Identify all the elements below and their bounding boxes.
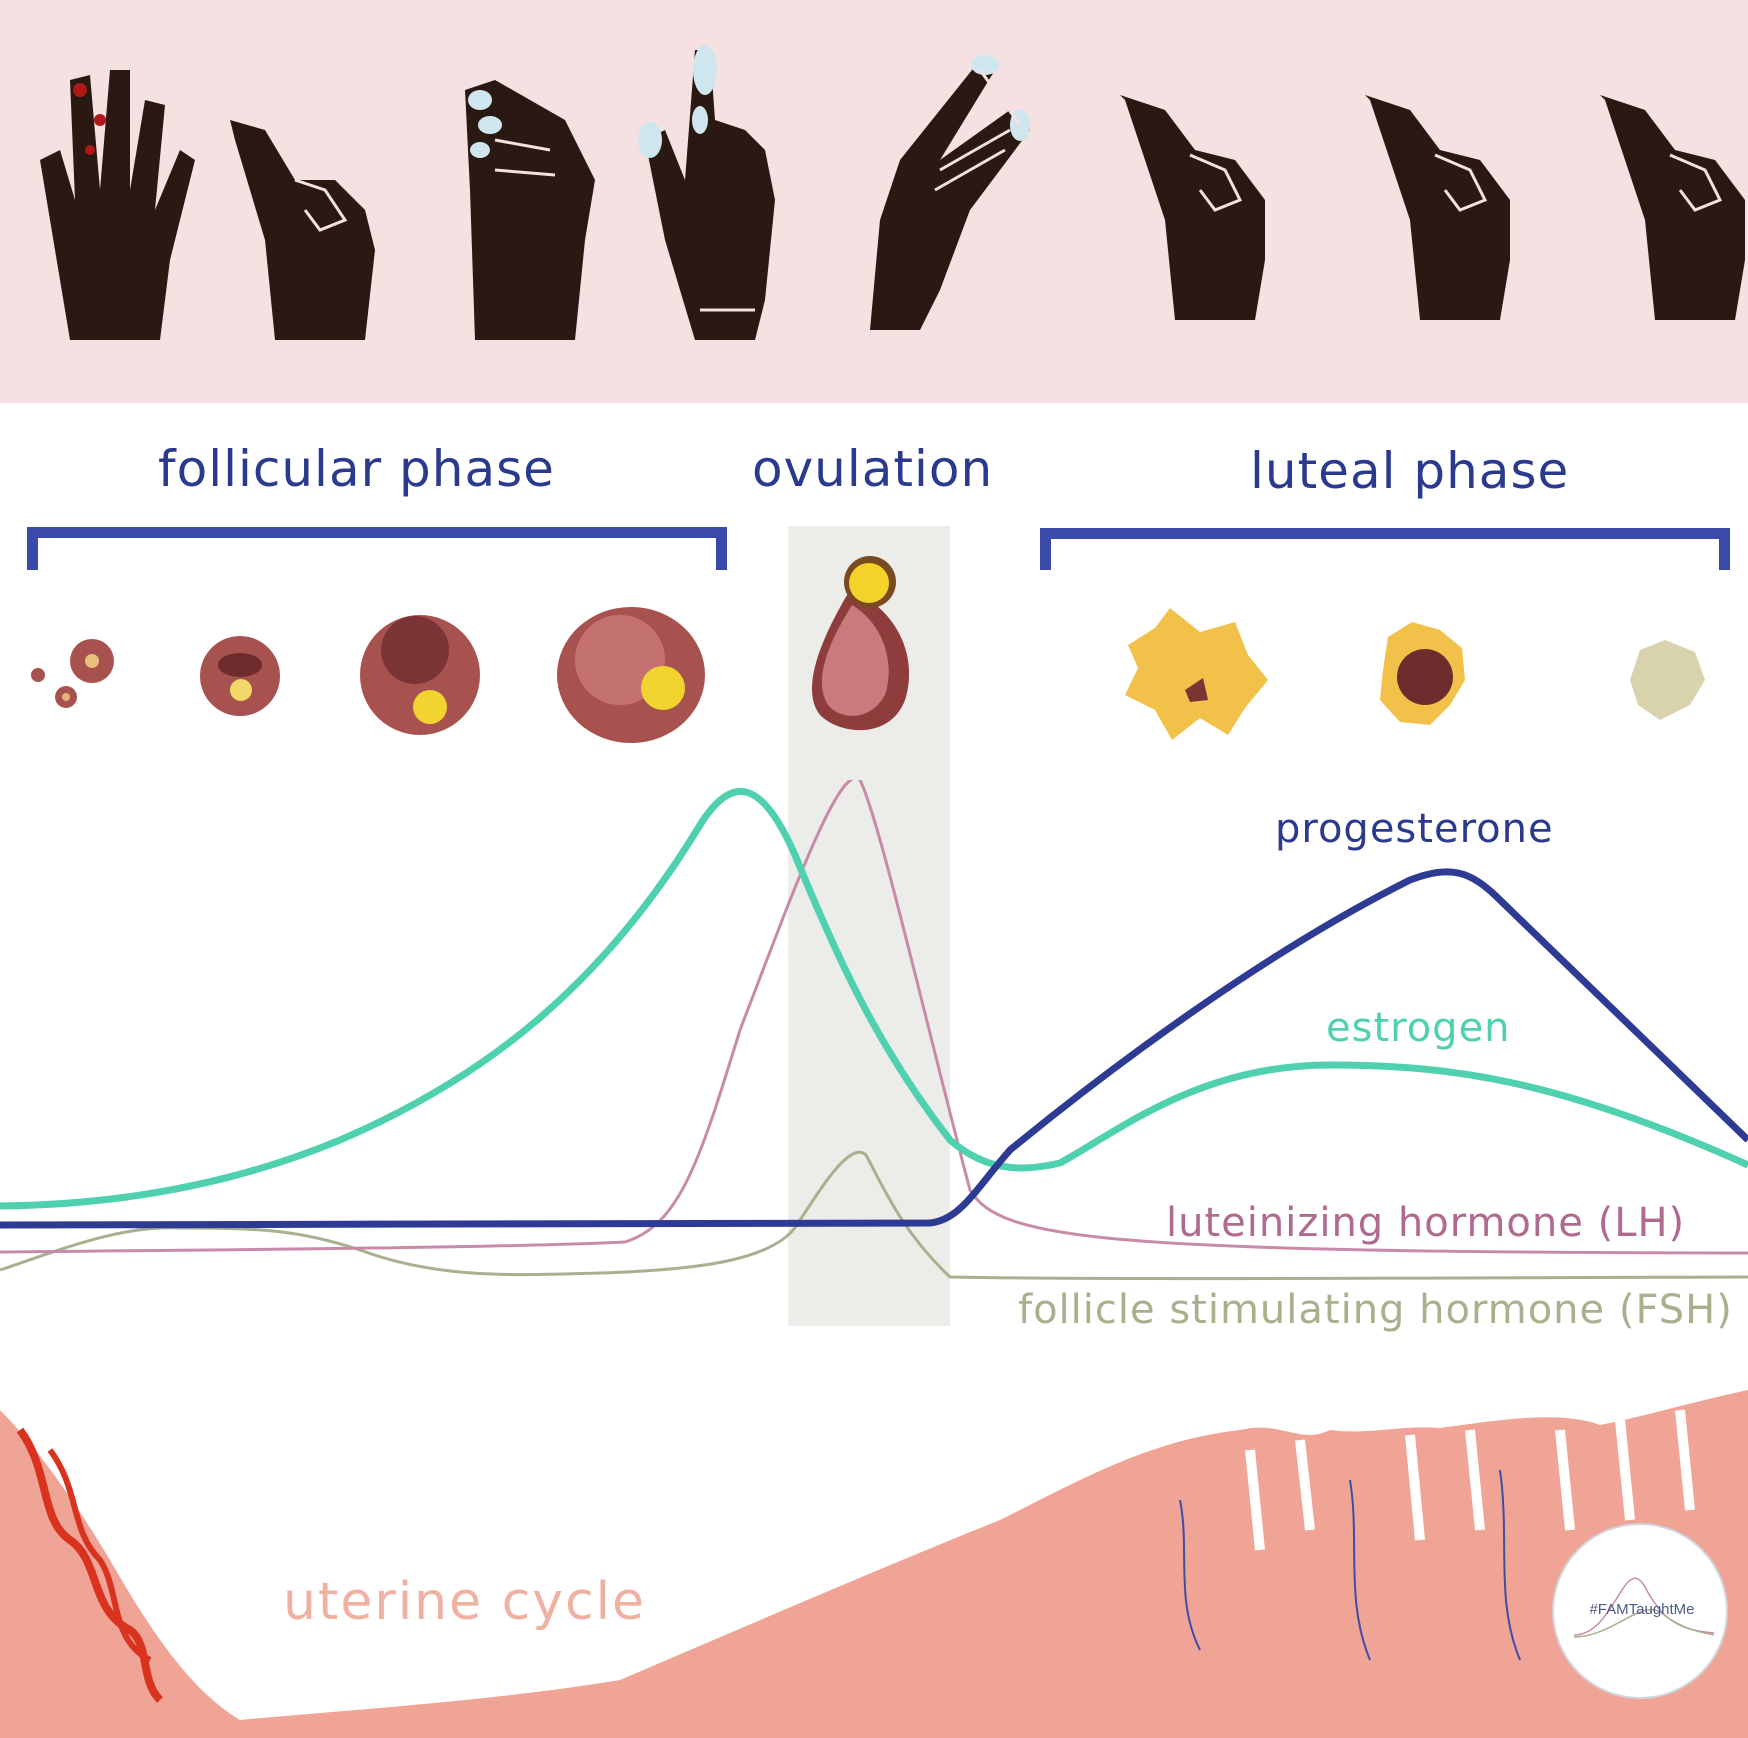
secondary-follicle-icon: [360, 615, 480, 735]
luteal-phase-title: luteal phase: [1250, 442, 1570, 500]
dry-hand-icon: [1120, 95, 1265, 320]
lh-label: luteinizing hormone (LH): [1166, 1200, 1686, 1246]
primary-follicle-icon: [200, 636, 280, 716]
mature-follicle-icon: [557, 607, 705, 743]
menstruation-hand-icon: [40, 70, 195, 340]
fsh-label: follicle stimulating hormone (FSH): [1018, 1287, 1733, 1333]
corpus-albicans-icon: [1630, 640, 1705, 720]
dry-hand-icon: [230, 120, 375, 340]
stamp-text: #FAMTaughtMe: [1589, 1601, 1695, 1618]
luteal-phase-bracket: [1040, 528, 1730, 570]
ovulation-title: ovulation: [752, 440, 994, 498]
progesterone-curve: [0, 868, 1748, 1229]
fsh-curve: [0, 1150, 1748, 1281]
ovulating-follicle-icon: [811, 556, 910, 731]
egg-white-hand-icon: [638, 45, 775, 340]
creamy-hand-icon: [465, 80, 595, 340]
lh-curve: [0, 780, 1748, 1255]
uterine-cycle-label: uterine cycle: [283, 1572, 647, 1632]
follicular-phase-title: follicular phase: [158, 440, 555, 498]
ovarian-follicles-illustration: [31, 556, 1705, 743]
hormone-curves-chart: [0, 780, 1748, 1281]
hand-gestures-band: [0, 0, 1748, 403]
estrogen-curve: [0, 787, 1748, 1210]
stretchy-hand-icon: [870, 55, 1030, 330]
corpus-luteum-icon: [1125, 608, 1268, 740]
uterine-lining-illustration: [0, 1390, 1748, 1738]
mini-chart-icon: [1573, 1577, 1715, 1638]
primordial-follicles-icon: [31, 639, 114, 708]
famtaughtme-stamp-logo: #FAMTaughtMe: [1552, 1523, 1728, 1699]
corpus-luteum-mature-icon: [1380, 622, 1465, 725]
dry-hand-icon: [1600, 95, 1745, 320]
dry-hand-icon: [1365, 95, 1510, 320]
progesterone-label: progesterone: [1275, 806, 1554, 852]
follicular-phase-bracket: [27, 527, 727, 570]
estrogen-label: estrogen: [1326, 1005, 1511, 1051]
